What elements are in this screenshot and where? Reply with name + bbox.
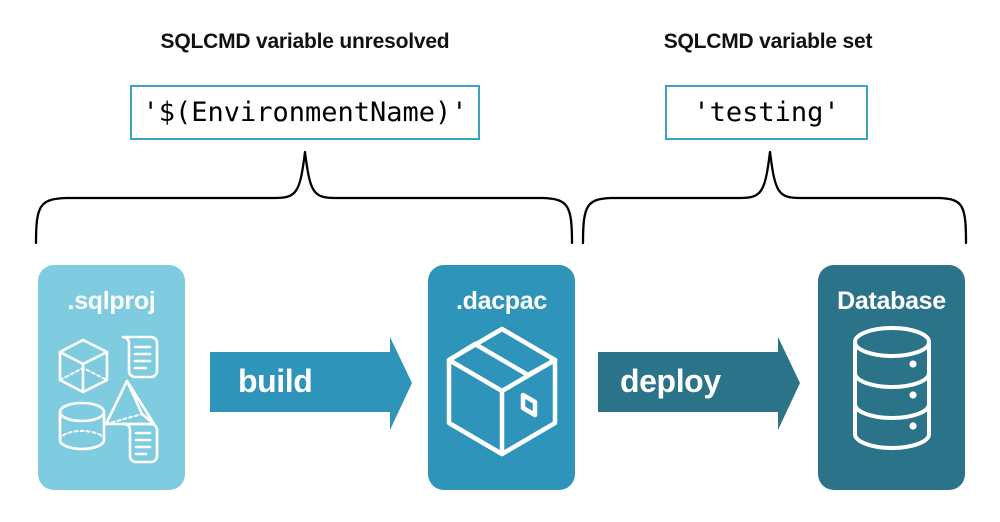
project-artifacts-icon	[38, 323, 185, 468]
script-icon	[122, 422, 158, 464]
code-box-value: '$(EnvironmentName)'	[142, 97, 468, 128]
brace-right-curly	[581, 150, 968, 245]
header-sqlcmd-variable-unresolved: SQLCMD variable unresolved	[160, 30, 450, 53]
stage-label-database: Database	[837, 287, 946, 315]
status-dots	[908, 360, 917, 430]
pyramid-icon	[104, 379, 155, 426]
artifacts-svg	[58, 335, 158, 464]
stage-label-sqlproj: .sqlproj	[67, 287, 156, 315]
stage-card-sqlproj: .sqlproj	[38, 265, 185, 490]
stage-card-dacpac: .dacpac	[428, 265, 575, 490]
header-sqlcmd-variable-set: SQLCMD variable set	[663, 30, 873, 53]
database-cylinder-icon	[818, 323, 965, 458]
code-box-value: 'testing'	[693, 97, 840, 128]
brace-left-curly	[34, 150, 574, 245]
stacked-disk-icon	[852, 326, 931, 450]
code-box-environment-name: '$(EnvironmentName)'	[130, 85, 480, 140]
shipping-box-icon	[446, 326, 557, 457]
arrow-label-build: build	[238, 363, 313, 399]
package-box-icon	[428, 323, 575, 463]
stage-label-dacpac: .dacpac	[455, 287, 547, 315]
script-icon	[121, 335, 158, 379]
stage-card-database: Database	[818, 265, 965, 490]
cube-icon	[58, 338, 108, 394]
cylinder-icon	[58, 401, 105, 451]
arrow-label-deploy: deploy	[620, 363, 721, 399]
code-box-testing: 'testing'	[665, 85, 868, 140]
